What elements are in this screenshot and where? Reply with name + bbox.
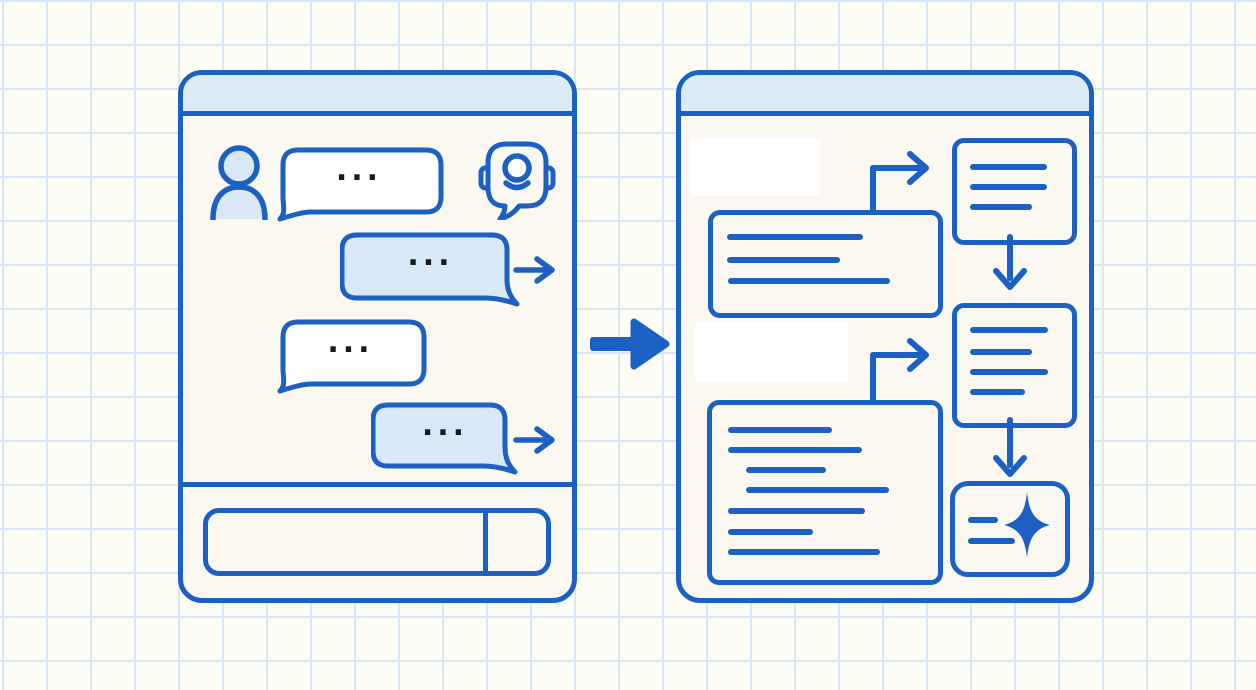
- paragraph-block-bottom-left: [707, 400, 943, 585]
- text-line: [746, 487, 889, 493]
- input-area-divider: [183, 482, 572, 487]
- text-line: [746, 467, 826, 473]
- robot-assistant-icon: [478, 141, 556, 220]
- background-patch: [695, 322, 848, 382]
- text-line: [727, 234, 863, 240]
- paragraph-block-top-left: [708, 210, 943, 318]
- document-window-titlebar: [681, 75, 1089, 116]
- document-window: [676, 70, 1094, 603]
- text-line: [970, 164, 1047, 170]
- text-line: [968, 538, 1015, 544]
- text-line: [970, 349, 1032, 355]
- send-arrow-icon: [513, 256, 555, 284]
- send-button-area: [488, 513, 546, 571]
- background-patch: [690, 138, 820, 196]
- send-arrow-icon: [513, 426, 555, 454]
- text-line: [970, 204, 1032, 210]
- sparkle-icon: [1004, 492, 1050, 558]
- input-send-separator: [483, 513, 488, 571]
- text-line: [970, 369, 1048, 375]
- text-line: [728, 427, 832, 433]
- text-line: [970, 184, 1047, 190]
- text-line: [968, 517, 998, 523]
- text-line: [727, 257, 840, 263]
- chat-window: ... ... ...: [178, 70, 577, 603]
- text-line: [970, 389, 1025, 395]
- summary-card-bottom-right: [950, 481, 1070, 577]
- bubble-ellipsis: ...: [335, 153, 383, 188]
- note-card-top-right: [952, 138, 1077, 245]
- chat-bubble-right-2: ...: [371, 402, 519, 478]
- chat-bubble-right-1: ...: [340, 232, 521, 310]
- bubble-ellipsis: ...: [407, 238, 454, 273]
- text-line: [728, 278, 890, 284]
- user-avatar-icon: [210, 145, 268, 220]
- message-input-bar: [203, 508, 551, 576]
- message-input-field: [208, 513, 480, 571]
- chat-window-titlebar: [183, 75, 572, 116]
- text-line: [728, 447, 862, 453]
- note-card-middle-right: [952, 303, 1077, 428]
- transform-arrow-icon: [590, 318, 670, 370]
- chat-bubble-left-1: ...: [273, 147, 445, 223]
- bubble-ellipsis: ...: [327, 325, 374, 360]
- bubble-ellipsis: ...: [421, 408, 469, 443]
- text-line: [728, 549, 880, 555]
- text-line: [728, 529, 813, 535]
- text-line: [728, 508, 865, 514]
- text-line: [970, 327, 1048, 333]
- chat-bubble-left-2: ...: [273, 319, 428, 395]
